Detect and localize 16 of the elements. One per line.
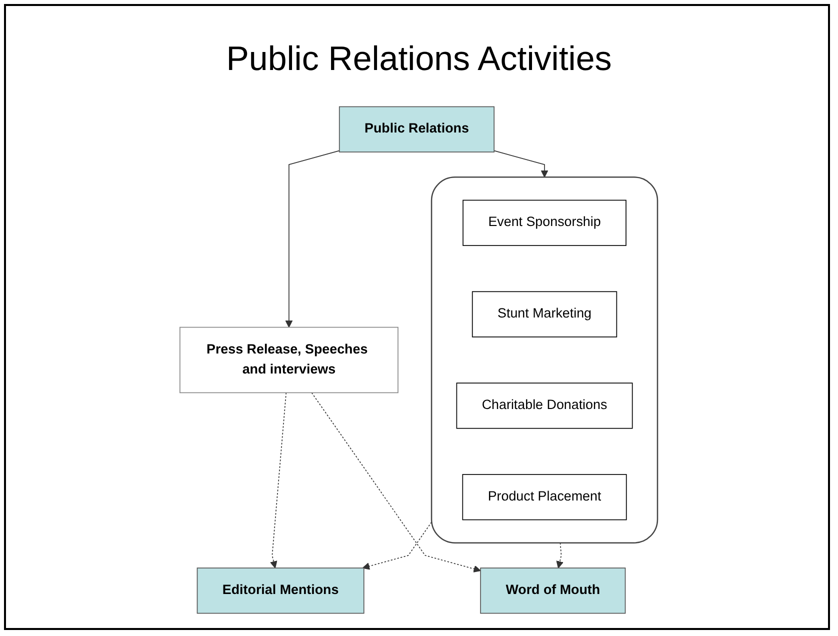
arrow: [270, 392, 287, 568]
arrow: [286, 150, 340, 328]
cluster: [431, 176, 658, 544]
node-box: Product Placement: [462, 474, 628, 520]
arrow: [494, 150, 548, 178]
node-box: Charitable Donations: [456, 382, 634, 429]
arrow: [362, 522, 432, 570]
node-box: Stunt Marketing: [472, 291, 618, 338]
node-box: Public Relations: [339, 106, 495, 152]
arrow: [556, 542, 564, 568]
node-box: Event Sponsorship: [462, 200, 627, 246]
node-box: Word of Mouth: [480, 568, 626, 614]
diagram-title: Public Relations Activities: [226, 40, 612, 79]
arrow: [312, 392, 482, 572]
node-box: Press Release, Speeches and interviews: [180, 326, 399, 394]
node-box: Editorial Mentions: [197, 568, 365, 614]
